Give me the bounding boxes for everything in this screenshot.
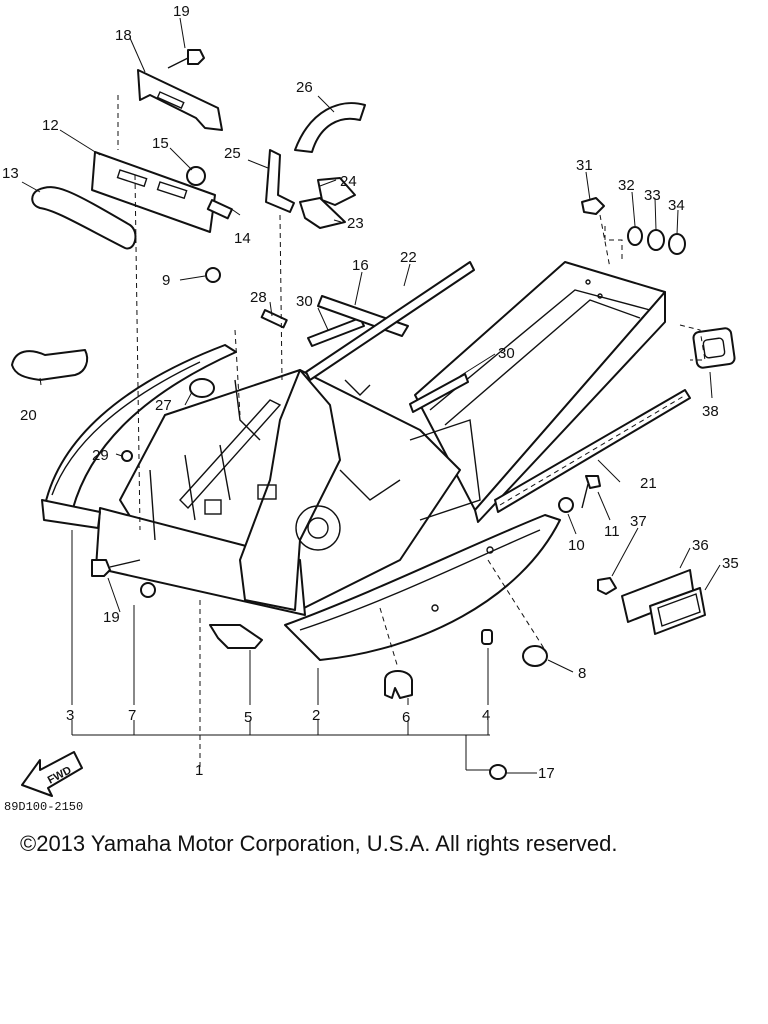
washer-32 [627,226,643,246]
callout-5: 5 [244,709,252,726]
callout-17: 17 [538,765,555,782]
clip-5 [209,624,263,649]
strap-26 [294,102,366,153]
strap-25 [265,149,295,213]
callout-37: 37 [630,513,647,530]
plug-7 [140,582,156,598]
callout-24: 24 [340,173,357,190]
bolt-top [167,49,205,69]
copyright-notice: ©2013 Yamaha Motor Corporation, U.S.A. A… [20,831,618,856]
nut-9 [205,267,221,283]
callout-27: 27 [155,397,172,414]
rod-30-upper [307,317,365,347]
callout-15: 15 [152,135,169,152]
reflector-35 [649,587,706,635]
parts-diagram: FWD 19 18 26 12 15 25 13 24 23 14 9 16 2… [2,3,739,797]
callout-2: 2 [312,707,320,724]
callout-9: 9 [162,272,170,289]
callout-1: 1 [195,762,203,779]
callout-3: 3 [66,707,74,724]
pad-28 [260,309,288,329]
running-board-strip [494,389,691,513]
callout-31: 31 [576,157,593,174]
callout-13: 13 [2,165,19,182]
callout-16: 16 [352,257,369,274]
callout-7: 7 [128,707,136,724]
callout-4: 4 [482,707,490,724]
callout-32: 32 [618,177,635,194]
rod-30-lower [409,373,469,413]
rail-22 [305,261,475,381]
grommet-38 [692,327,736,369]
leader-lines [21,17,721,673]
washer-29 [121,450,133,462]
callout-26: 26 [296,79,313,96]
fwd-arrow-icon: FWD [21,751,83,797]
callout-10: 10 [568,537,585,554]
grommet-8 [522,645,548,667]
nut-15 [186,166,206,186]
callout-6: 6 [402,709,410,726]
bolt-37 [597,577,617,595]
callout-labels: 19 18 26 12 15 25 13 24 23 14 9 16 22 28… [2,3,739,782]
callout-14: 14 [234,230,251,247]
callout-38: 38 [702,403,719,420]
callout-35: 35 [722,555,739,572]
plug-4 [481,629,493,645]
clamp-6 [384,670,413,699]
callout-19-top: 19 [173,3,190,20]
callout-29: 29 [92,447,109,464]
handle-grip [31,186,137,250]
callout-19-lower: 19 [103,609,120,626]
callout-21: 21 [640,475,657,492]
callout-30-lower: 30 [498,345,515,362]
callout-22: 22 [400,249,417,266]
bolt-lower [91,559,141,577]
washer-34 [668,233,686,255]
bracket-24 [317,177,356,206]
callout-23: 23 [347,215,364,232]
callout-34: 34 [668,197,685,214]
callout-18: 18 [115,27,132,44]
callout-11: 11 [604,523,620,540]
diagram-code: 89D100-2150 [4,800,84,814]
pad-20 [11,349,89,381]
bracket-plate [91,151,216,233]
washer-33 [647,229,665,251]
front-chassis [95,369,481,616]
washer-10 [558,497,574,513]
callout-30-upper: 30 [296,293,313,310]
callout-33: 33 [644,187,661,204]
assembly-lines [117,95,706,770]
cap-27 [189,378,215,398]
callout-8: 8 [578,665,586,682]
bolt-11 [581,475,601,509]
callout-25: 25 [224,145,241,162]
bolt-31 [581,197,605,215]
plug-17 [489,764,507,780]
upper-bracket [137,69,223,131]
side-cover-right [284,514,561,661]
callout-36: 36 [692,537,709,554]
pad-14 [206,198,233,220]
assembly-bracket [71,530,537,774]
frame-tunnel [414,261,666,523]
side-cover-left [41,344,237,529]
callout-12: 12 [42,117,59,134]
callout-20: 20 [20,407,37,424]
callout-28: 28 [250,289,267,306]
bracket-23 [299,197,346,229]
